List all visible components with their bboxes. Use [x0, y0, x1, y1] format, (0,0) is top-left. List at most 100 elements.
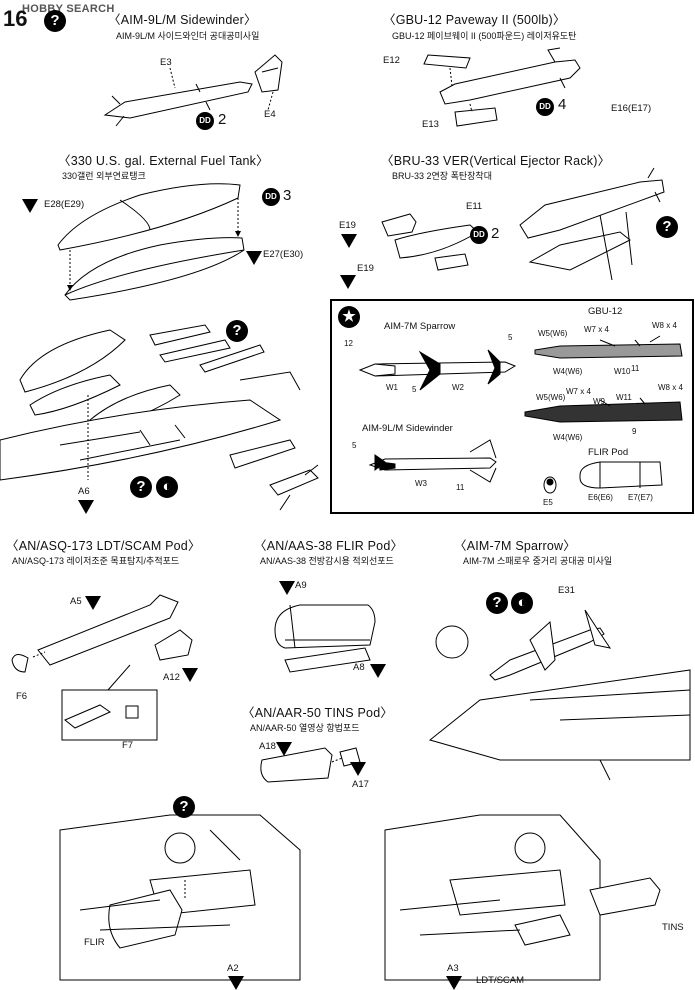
part-label: A2 [227, 963, 239, 974]
bru33-subtitle: BRU-33 2연장 폭탄장착대 [392, 171, 492, 181]
part-label: E6(E6) [588, 493, 613, 502]
aim9-title: 〈AIM-9L/M Sidewinder〉 [108, 13, 257, 27]
arrow-icon: ◐ [156, 476, 178, 498]
star-icon: ★ [338, 306, 360, 328]
color-code: 5 [508, 333, 513, 342]
part-label: A12 [163, 672, 180, 683]
glue-triangle-icon [246, 251, 262, 265]
part-label: A18 [259, 741, 276, 752]
part-label: E31 [558, 585, 575, 596]
part-label: F6 [16, 691, 28, 702]
part-label: A9 [295, 580, 307, 591]
callout-label: FLIR [84, 937, 105, 948]
part-label: E5 [543, 498, 553, 507]
part-label: E19 [357, 263, 374, 274]
paint-label: W5(W6) [536, 393, 566, 402]
part-label: E11 [466, 201, 483, 212]
part-label: E16(E17) [611, 103, 652, 114]
part-label: E19 [339, 220, 356, 231]
painting-aim9-title: AIM-9L/M Sidewinder [362, 423, 453, 434]
arrow-icon: ◐ [511, 592, 533, 614]
aim7-drawing [428, 609, 691, 781]
part-label: A17 [352, 779, 369, 790]
part-label: E4 [264, 109, 276, 120]
part-label: E27(E30) [263, 249, 304, 260]
glue-triangle-icon [276, 742, 292, 756]
question-icon: ? [226, 320, 248, 342]
tank-title: 〈330 U.S. gal. External Fuel Tank〉 [58, 154, 269, 168]
paint-label: W4(W6) [553, 367, 583, 376]
quantity-count: 2 [218, 111, 227, 128]
bottom-right-drawing [384, 814, 661, 981]
tank-drawing [57, 183, 245, 301]
asq173-drawing [11, 594, 193, 741]
aar50-drawing [260, 747, 361, 783]
color-code: 12 [344, 339, 353, 348]
glue-triangle-icon [446, 976, 462, 990]
main-assembly-drawing [0, 324, 319, 511]
bru33-title: 〈BRU-33 VER(Vertical Ejector Rack)〉 [381, 154, 611, 168]
quantity-count: 3 [283, 187, 292, 204]
question-icon: ? [486, 592, 508, 614]
aar50-subtitle: AN/AAR-50 열영상 항법포드 [250, 723, 360, 733]
part-label: A3 [447, 963, 459, 974]
glue-triangle-icon [182, 668, 198, 682]
glue-triangle-icon [85, 596, 101, 610]
asq173-subtitle: AN/ASQ-173 레이저조준 목표탐지/추적포드 [12, 556, 180, 566]
part-label: E28(E29) [44, 199, 85, 210]
color-code: 11 [631, 364, 640, 373]
part-label: A5 [70, 596, 82, 607]
part-label: E3 [160, 57, 172, 68]
painting-gbu12-grey [534, 335, 683, 359]
glue-triangle-icon [22, 199, 38, 213]
paint-label: W8 x 4 [652, 321, 677, 330]
glue-triangle-icon [341, 234, 357, 248]
painting-flir [543, 461, 663, 494]
aim9-drawing [103, 54, 283, 127]
glue-triangle-icon [350, 762, 366, 776]
callout-label: TINS [662, 922, 684, 933]
part-label: A6 [78, 486, 90, 497]
paint-label: W4(W6) [553, 433, 583, 442]
painting-aim7 [358, 349, 517, 391]
bru33-drawing [381, 167, 665, 281]
diamond-part-icon: DD [536, 98, 554, 116]
gbu12-title: 〈GBU-12 Paveway II (500lb)〉 [383, 13, 566, 27]
aim7-subtitle: AIM-7M 스패로우 중거리 공대공 미사일 [463, 556, 613, 566]
glue-triangle-icon [340, 275, 356, 289]
aas38-drawing [274, 604, 376, 673]
paint-label: W9 [593, 397, 605, 406]
aar50-title: 〈AN/AAR-50 TINS Pod〉 [242, 706, 394, 720]
question-icon: ? [130, 476, 152, 498]
aas38-title: 〈AN/AAS-38 FLIR Pod〉 [254, 539, 404, 553]
paint-label: W7 x 4 [566, 387, 591, 396]
color-code: 11 [456, 483, 465, 492]
glue-triangle-icon [370, 664, 386, 678]
part-label: E7(E7) [628, 493, 653, 502]
glue-triangle-icon [228, 976, 244, 990]
watermark: HOBBY SEARCH [22, 3, 115, 15]
painting-aim7-title: AIM-7M Sparrow [384, 321, 456, 332]
gbu12-drawing [423, 47, 581, 127]
diamond-part-icon: DD [470, 226, 488, 244]
aim9-subtitle: AIM-9L/M 사이드와인더 공대공미사일 [116, 31, 260, 41]
painting-flir-title: FLIR Pod [588, 447, 629, 458]
color-code: 5 [352, 441, 357, 450]
painting-gbu-title: GBU-12 [588, 306, 623, 317]
bottom-left-drawing [59, 814, 301, 981]
part-label: E13 [422, 119, 439, 130]
part-label: W2 [452, 383, 464, 392]
step-number: 16 [3, 6, 28, 31]
part-label: A8 [353, 662, 365, 673]
part-label: W1 [386, 383, 398, 392]
part-label: F7 [122, 740, 134, 751]
part-label: E12 [383, 55, 400, 66]
question-icon: ? [44, 10, 66, 32]
quantity-count: 2 [491, 225, 500, 242]
part-label: W3 [415, 479, 427, 488]
callout-label: LDT/SCAM [476, 975, 525, 986]
paint-label: W10 [614, 367, 631, 376]
